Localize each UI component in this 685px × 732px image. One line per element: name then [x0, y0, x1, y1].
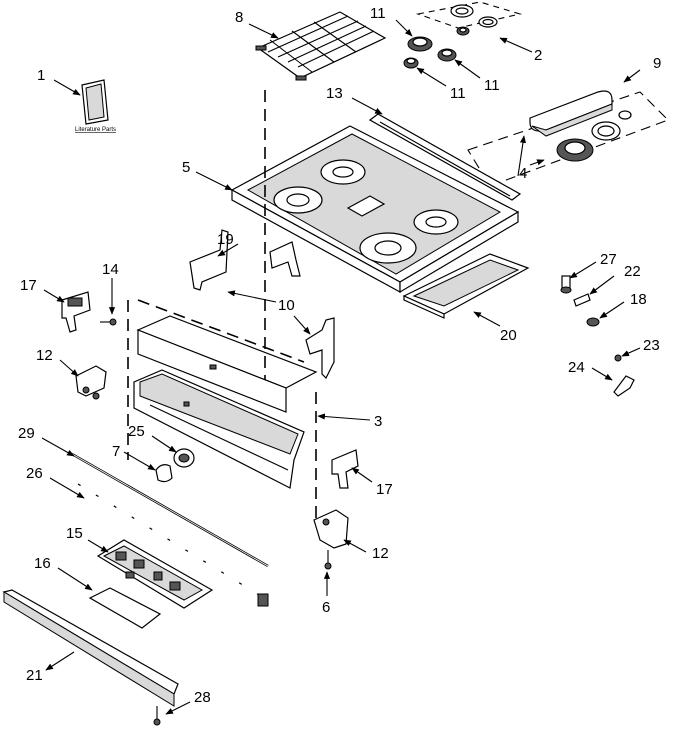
screw-14 — [100, 318, 117, 326]
callout-24: 24 — [568, 359, 585, 376]
callout-15: 15 — [66, 525, 83, 542]
callout-numbers: 1 2 3 4 5 6 7 8 9 10 11 11 11 12 12 13 1… — [18, 5, 661, 706]
literature-parts-label: Literature Parts — [75, 127, 116, 133]
burner-grate — [255, 11, 387, 81]
screw-28 — [153, 706, 161, 726]
literature-parts-booklet: Literature Parts — [75, 79, 116, 133]
callout-2: 2 — [534, 47, 542, 64]
callout-11-b: 11 — [484, 77, 500, 94]
control-board — [96, 539, 214, 609]
callout-25: 25 — [128, 423, 145, 440]
callout-22: 22 — [624, 263, 641, 280]
callout-19: 19 — [217, 231, 234, 248]
knob-parts — [155, 448, 195, 483]
center-burner-group — [467, 90, 669, 187]
callout-6: 6 — [322, 599, 330, 616]
callout-26: 26 — [26, 465, 43, 482]
callout-18: 18 — [630, 291, 647, 308]
callout-13: 13 — [326, 85, 343, 102]
drip-tray — [402, 253, 530, 319]
assembly-dashed-lines — [127, 90, 317, 520]
callout-11-a: 11 — [370, 5, 386, 22]
callout-21: 21 — [26, 667, 43, 684]
callout-8: 8 — [235, 9, 243, 26]
callout-23: 23 — [643, 337, 660, 354]
rods — [71, 452, 269, 607]
callout-3: 3 — [374, 413, 382, 430]
ignitor-small-parts — [560, 275, 635, 397]
callout-10: 10 — [278, 297, 295, 314]
burner-caps-group — [415, 1, 523, 29]
board-shield — [88, 587, 162, 629]
front-trim-strip — [2, 589, 179, 707]
burner-heads — [403, 26, 470, 69]
hinge-bracket-left — [75, 365, 107, 400]
rear-trim-strip — [368, 113, 522, 201]
leader-lines — [41, 19, 641, 715]
callout-29: 29 — [18, 425, 35, 442]
callout-27: 27 — [600, 251, 617, 268]
callout-11-c: 11 — [450, 85, 466, 102]
callout-7: 7 — [112, 443, 120, 460]
switch-bracket-left — [61, 291, 91, 333]
mounting-brackets — [189, 229, 335, 380]
callout-14: 14 — [102, 261, 119, 278]
callout-20: 20 — [500, 327, 517, 344]
callout-9: 9 — [653, 55, 661, 72]
callout-5: 5 — [182, 159, 190, 176]
control-panel-housing — [133, 315, 318, 489]
cooktop-main-top — [230, 125, 520, 294]
callout-12-right: 12 — [372, 545, 389, 562]
callout-12-left: 12 — [36, 347, 53, 364]
switch-bracket-right — [331, 449, 359, 489]
callout-4: 4 — [519, 165, 527, 182]
callout-17-left: 17 — [20, 277, 37, 294]
callout-17-right: 17 — [376, 481, 393, 498]
callout-28: 28 — [194, 689, 211, 706]
callout-1: 1 — [37, 67, 45, 84]
callout-16: 16 — [34, 555, 51, 572]
hinge-bracket-right — [313, 509, 349, 570]
